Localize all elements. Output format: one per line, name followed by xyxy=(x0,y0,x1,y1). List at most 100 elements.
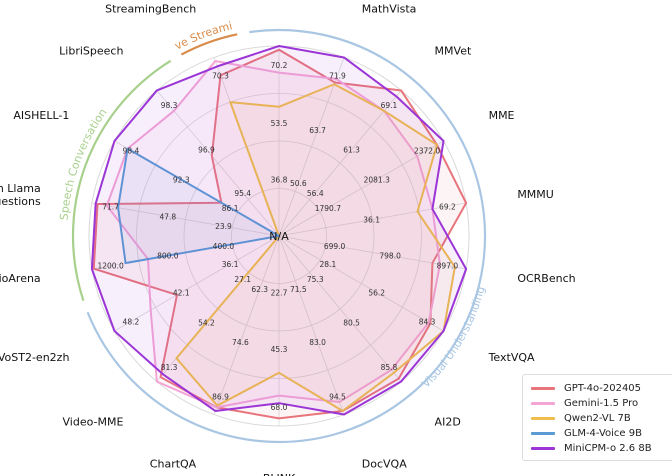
tick-label: 897.0 xyxy=(437,262,459,271)
axis-labels: OpenCompassMathVistaMMVetMMEMMMUOCRBench… xyxy=(0,0,576,476)
axis-label: LibriSpeech xyxy=(59,45,123,58)
group-arc xyxy=(180,33,238,56)
tick-label: 36.1 xyxy=(363,216,380,225)
tick-label: 63.7 xyxy=(309,126,326,135)
tick-label: 70.2 xyxy=(271,61,288,70)
tick-label: 98.4 xyxy=(123,147,140,156)
grid-spoke xyxy=(278,140,444,237)
tick-label: 69.1 xyxy=(381,101,398,110)
tick-label: 50.6 xyxy=(290,179,307,188)
axis-label: DocVQA xyxy=(362,457,407,470)
tick-label: 2372.0 xyxy=(414,147,440,156)
tick-label: 80.5 xyxy=(343,318,360,327)
grid-spoke xyxy=(278,202,467,237)
group-arc xyxy=(86,28,487,444)
axis-label: AI2D xyxy=(435,415,461,428)
grid-spoke xyxy=(278,57,345,237)
tick-label: 28.1 xyxy=(320,260,337,269)
tick-label: 84.3 xyxy=(419,318,436,327)
grid-spoke xyxy=(278,235,467,270)
tick-label: 42.1 xyxy=(173,288,190,297)
tick-label: 27.1 xyxy=(234,275,251,284)
center-label: N/A xyxy=(269,230,289,243)
tick-label: 36.1 xyxy=(222,260,239,269)
tick-label: 86.9 xyxy=(212,393,229,402)
axis-label: MMMU xyxy=(517,188,554,201)
tick-label: 81.3 xyxy=(161,363,178,372)
legend-label: MiniCPM-o 2.6 8B xyxy=(564,443,652,454)
grid-spoke xyxy=(278,90,402,237)
tick-labels: 36.853.570.250.663.771.956.461.369.11790… xyxy=(97,61,458,412)
tick-label: 61.3 xyxy=(343,146,360,155)
tick-label: 56.2 xyxy=(368,288,385,297)
tick-label: 74.6 xyxy=(232,338,249,347)
axis-label: MME xyxy=(489,109,515,122)
axis-label: BLINK xyxy=(263,472,296,476)
axis-label: MathVista xyxy=(362,3,417,16)
series-polygon xyxy=(175,83,456,412)
tick-label: 47.8 xyxy=(160,212,177,221)
axis-label: ChartQA xyxy=(150,457,197,470)
axis-label: AISHELL-1 xyxy=(13,109,69,122)
legend-item: GLM-4-Voice 9B xyxy=(531,426,672,441)
grid-spoke xyxy=(213,235,280,415)
series-polygon xyxy=(90,45,468,416)
axis-label: TextVQA xyxy=(488,351,535,364)
tick-label: 22.7 xyxy=(271,288,288,297)
tick-label: 71.5 xyxy=(290,285,307,294)
tick-label: 83.0 xyxy=(309,338,326,347)
tick-label: 68.0 xyxy=(271,403,288,412)
legend-label: Qwen2-VL 7B xyxy=(564,413,631,424)
axis-label: Video-MME xyxy=(63,415,124,428)
axis-label: OpenCompass xyxy=(239,0,319,1)
tick-label: 36.8 xyxy=(271,176,288,185)
axis-label: CoVoST2-en2zh xyxy=(0,351,69,364)
legend-swatch xyxy=(531,432,555,435)
legend-swatch xyxy=(531,417,555,420)
legend-item: Gemini-1.5 Pro xyxy=(531,396,672,411)
series-polygons xyxy=(90,45,468,420)
tick-label: 45.3 xyxy=(271,345,288,354)
tick-label: 699.0 xyxy=(324,242,346,251)
tick-label: 71.9 xyxy=(329,71,346,80)
tick-label: 1200.0 xyxy=(97,262,123,271)
tick-label: 86.1 xyxy=(222,204,239,213)
tick-label: 75.3 xyxy=(307,275,324,284)
tick-label: 798.0 xyxy=(379,252,401,261)
tick-label: 71.7 xyxy=(102,202,119,211)
tick-label: 48.2 xyxy=(123,318,140,327)
tick-label: 23.9 xyxy=(215,222,232,231)
tick-label: 96.9 xyxy=(198,146,215,155)
tick-label: 56.4 xyxy=(307,189,324,198)
legend-item: GPT-4o-202405 xyxy=(531,381,672,396)
legend-swatch xyxy=(531,387,555,390)
axis-label: AudioArena xyxy=(0,272,41,285)
tick-label: 69.2 xyxy=(439,202,456,211)
tick-label: 95.4 xyxy=(234,189,251,198)
tick-label: 2081.3 xyxy=(364,176,390,185)
grid-spoke xyxy=(114,235,280,332)
tick-label: 70.3 xyxy=(212,71,229,80)
grid-spoke xyxy=(156,90,280,237)
series-polygon xyxy=(117,147,280,265)
grid-spoke xyxy=(278,235,444,332)
legend-swatch xyxy=(531,447,555,450)
grid-spoke xyxy=(278,235,345,415)
legend-label: Gemini-1.5 Pro xyxy=(564,398,639,409)
axis-label: Speech LlamaQuestions xyxy=(0,182,41,208)
tick-label: 98.3 xyxy=(161,101,178,110)
grid-spoke xyxy=(278,235,402,382)
tick-label: 92.3 xyxy=(173,176,190,185)
tick-label: 54.2 xyxy=(198,318,215,327)
tick-label: 800.0 xyxy=(157,252,179,261)
legend-item: Qwen2-VL 7B xyxy=(531,411,672,426)
tick-label: 400.0 xyxy=(213,242,235,251)
legend-swatch xyxy=(531,402,555,405)
legend-label: GLM-4-Voice 9B xyxy=(564,428,642,439)
axis-label: StreamingBench xyxy=(105,3,196,16)
axis-label: OCRBench xyxy=(517,272,575,285)
legend: GPT-4o-202405 Gemini-1.5 Pro Qwen2-VL 7B… xyxy=(522,374,672,461)
legend-label: GPT-4o-202405 xyxy=(564,383,642,394)
tick-label: 1790.7 xyxy=(315,204,341,213)
